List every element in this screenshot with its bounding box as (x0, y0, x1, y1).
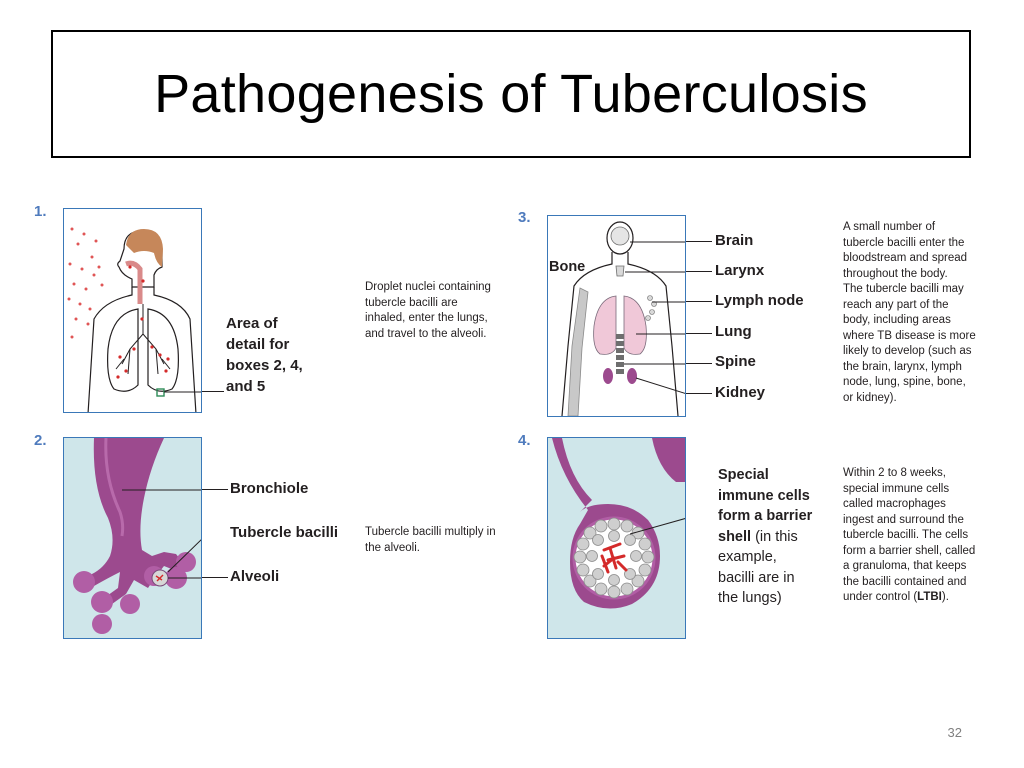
panel-1-number: 1. (34, 203, 47, 220)
slide-page-number: 32 (947, 725, 962, 740)
panel-1-description: Droplet nuclei containing tubercle bacil… (365, 280, 491, 342)
panel-3-desc-line-1: A small number of (843, 221, 936, 233)
panel-3-desc-line-2: tubercle bacilli enter the (843, 236, 965, 249)
panel-3-desc-line-10: the brain, larynx, lymph (843, 360, 962, 373)
panel-3-desc-line-12: or kidney). (843, 391, 897, 404)
brain-leader (686, 241, 712, 242)
label-lymph-node: Lymph node (715, 292, 804, 309)
spine-leader (686, 363, 712, 364)
panel-3-desc-line-3: bloodstream and spread (843, 252, 968, 264)
label-alveoli: Alveoli (230, 568, 280, 585)
panel-3-number: 3. (518, 209, 531, 226)
panel-4-number: 4. (518, 432, 531, 449)
panel-2-description: Tubercle bacilli multiply in the alveoli… (365, 525, 496, 556)
panel-2-desc-line-2: the alveoli. (365, 541, 420, 554)
brain-shape (610, 226, 630, 246)
label-spine: Spine (715, 353, 756, 370)
label-tubercle-bacilli: Tubercle bacilli (230, 524, 339, 541)
lung-leader (686, 333, 712, 334)
label-bronchiole: Bronchiole (230, 480, 309, 497)
panel-1-desc-line-1: Droplet nuclei containing (365, 281, 491, 293)
larynx-leader (686, 271, 712, 272)
panel-3-desc-line-8: where TB disease is more (843, 329, 976, 342)
droplet-dots (67, 227, 104, 339)
panel-4-label-line-3: form a barrier (718, 508, 813, 524)
panel-3-body-spread-illustration (547, 215, 686, 417)
alveoli-leader (202, 577, 228, 578)
panel-3-desc-line-11: node, lung, spine, bone, (843, 376, 966, 388)
panel-4-desc-ltbi-prefix: under control ( (843, 591, 918, 603)
panel-4-desc-line-5: tubercle bacilli. The cells (843, 529, 969, 541)
panel-4-desc-line-6: form a barrier shell, called (843, 544, 976, 557)
panel-1-label: Area of detail for boxes 2, 4, and 5 (226, 313, 303, 397)
panel-3-desc-line-6: reach any part of the (843, 298, 949, 311)
panel-3-desc-line-7: body, including areas (843, 314, 951, 326)
panel-4-label-line-5: example, (718, 549, 777, 565)
panel-4-label-line-1: Special (718, 467, 769, 483)
panel-1-label-line-1: Area of (226, 315, 278, 332)
panel-2-desc-line-1: Tubercle bacilli multiply in (365, 526, 496, 538)
panel-4-desc-line-7: a granuloma, that keeps (843, 560, 967, 572)
panel-4-label-line-7: the lungs) (718, 590, 782, 606)
panel-1-label-line-3: boxes 2, 4, (226, 357, 303, 374)
kidney-leader (686, 393, 712, 394)
label-kidney: Kidney (715, 384, 766, 401)
slide-title: Pathogenesis of Tuberculosis (154, 64, 868, 124)
panel-2-number: 2. (34, 432, 47, 449)
panel-1-label-line-4: and 5 (226, 378, 266, 395)
panel-4-desc-line-8: the bacilli contained and (843, 575, 967, 588)
label-larynx: Larynx (715, 262, 765, 279)
panel-4-desc-line-3: called macrophages (843, 498, 946, 510)
arm-bone-shape (567, 287, 589, 416)
panel-4-label-line-4: shell (718, 528, 752, 545)
panel-2-alveoli-illustration (63, 437, 202, 639)
panel-4-desc-line-9: under control (LTBI). (843, 590, 975, 606)
panel-1-label-line-2: detail for (226, 336, 290, 353)
bacilli-cluster (600, 542, 628, 574)
panel-1-inhalation-illustration (63, 208, 202, 413)
panel-3-desc-line-9: likely to develop (such as (843, 345, 972, 357)
lymph-leader (686, 301, 712, 302)
panel-4-label-line-2: immune cells (718, 487, 810, 504)
label-bone: Bone (549, 259, 586, 275)
label-brain: Brain (715, 232, 754, 249)
panel-1-leader-line (202, 391, 224, 392)
macrophage-cells (573, 517, 655, 599)
panel-1-desc-line-2: tubercle bacilli are (365, 296, 458, 309)
alveolus-sac (92, 614, 112, 634)
panel-4-label-in-this: (in this (751, 528, 798, 545)
panel-4-granuloma-illustration (547, 437, 686, 639)
label-lung: Lung (715, 323, 752, 340)
panel-1-desc-line-3: inhaled, enter the lungs, (365, 312, 488, 324)
panel-4-desc-ltbi-suffix: ). (941, 591, 949, 603)
panel-4-desc-line-2: special immune cells (843, 482, 950, 495)
panel-4-desc-line-1: Within 2 to 8 weeks, (843, 467, 946, 479)
panel-4-desc-ltbi: LTBI (917, 591, 942, 603)
title-box: Pathogenesis of Tuberculosis (51, 30, 971, 158)
panel-4-label: Special immune cells form a barrier shel… (718, 465, 812, 609)
panel-3-desc-line-5: The tubercle bacilli may (843, 283, 964, 295)
panel-3-description: A small number of tubercle bacilli enter… (843, 220, 976, 406)
panel-4-label-line-6: bacilli are in (718, 569, 795, 586)
panel-3-desc-line-4: throughout the body. (843, 267, 948, 280)
bronchiole-leader (202, 489, 228, 490)
panel-1-desc-line-4: and travel to the alveoli. (365, 327, 487, 340)
panel-4-description: Within 2 to 8 weeks, special immune cell… (843, 466, 975, 606)
panel-4-desc-line-4: ingest and surround the (843, 513, 964, 526)
